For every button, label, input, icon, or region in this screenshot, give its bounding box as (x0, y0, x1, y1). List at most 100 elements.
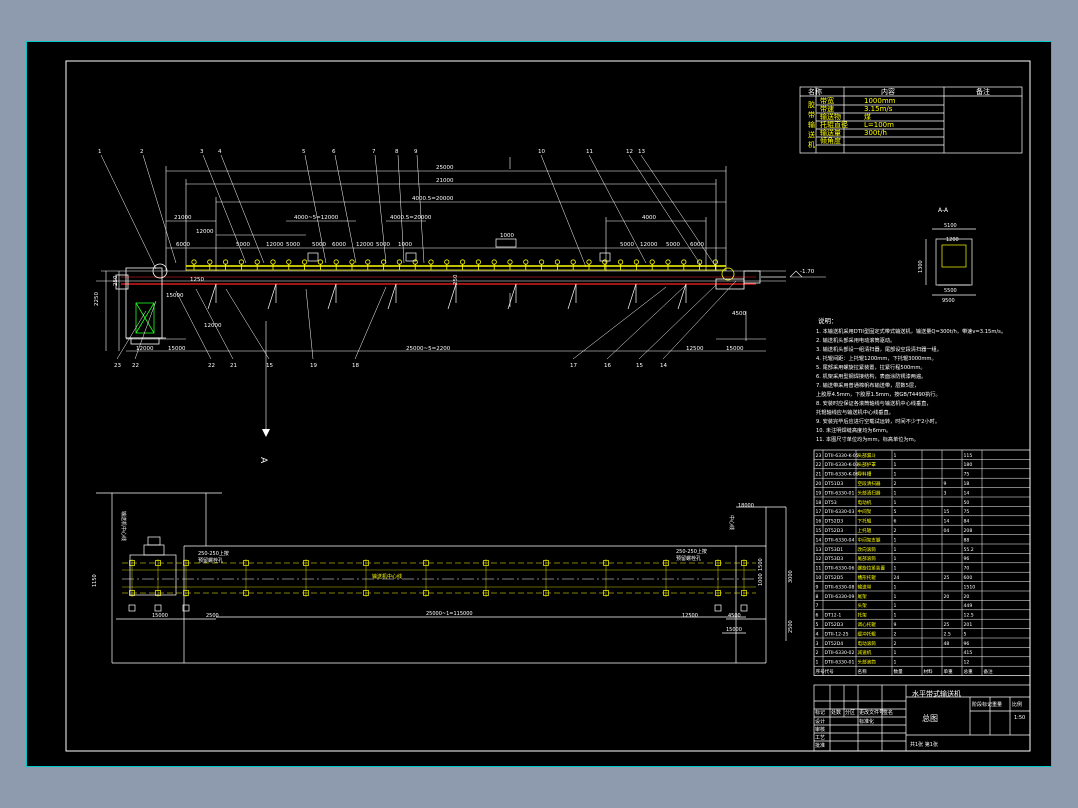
callout-leader (628, 154, 703, 268)
note-line-9: 8. 安装时应保证各滚筒轴线与输送机中心线垂直， (816, 399, 932, 407)
spec-value-2: 3.15m/s (864, 105, 893, 113)
bom-cell: 1 (894, 650, 897, 656)
plan-bracket-right2: 预留螺栓孔 (676, 555, 701, 562)
bom-cell: 头部护罩 (858, 461, 877, 468)
bom-cell: 115 (964, 453, 973, 459)
bom-cell: 15 (816, 528, 822, 534)
plan-dim-height: 2500 (788, 620, 794, 633)
idler-roller (286, 259, 292, 265)
bom-header: 备注 (984, 668, 994, 675)
bom-cell: 1 (894, 547, 897, 553)
spec-param-6: 倾角度 (820, 136, 841, 145)
tb-sheet: 共1张 第1张 (910, 741, 938, 748)
note-line-13: 11. 本图尺寸单位均为mm，标高单位为m。 (816, 435, 919, 443)
note-line-10: 托辊轴线应与输送机中心线垂直。 (816, 408, 894, 416)
section-arrow-down (262, 429, 270, 437)
idler-roller (538, 259, 545, 265)
bom-cell: DTII-6330-03 (825, 509, 855, 515)
callout-number-top: 10 (538, 149, 545, 155)
bom-cell: DT52D5 (825, 575, 844, 581)
callout-number-top: 6 (332, 149, 336, 155)
idler-roller (523, 259, 529, 265)
bom-cell: 中间架支腿 (858, 536, 881, 543)
bom-cell: 21 (816, 472, 822, 478)
bom-cell: 04 (944, 528, 950, 534)
support-legs (207, 283, 687, 310)
idler-roller (570, 259, 576, 265)
title-main: 水平带式输送机 (912, 689, 961, 698)
conveyor-frame (96, 265, 786, 285)
callout-number-top: 9 (414, 149, 418, 155)
tb-left-4: 批准 (815, 742, 825, 749)
bom-cell: 1 (894, 613, 897, 619)
dim-small-a-3: 12000 (356, 242, 374, 248)
bom-cell: DT53D3 (825, 556, 844, 562)
bom-cell: 14 (944, 519, 950, 525)
bom-cell: 5 (894, 509, 897, 515)
bom-cell: 输送带 (858, 583, 872, 590)
note-line-11: 9. 安装完毕后应进行空载试运转，时间不少于2小时。 (816, 417, 940, 425)
bom-header: 单重 (944, 668, 954, 675)
tb-label-1: 标记 (815, 709, 825, 716)
tb-scale: 1:50 (1014, 715, 1025, 721)
dim-bottom-left2: 15000 (168, 346, 186, 352)
bom-cell: 201 (964, 622, 973, 628)
plan-dim-right3: 4500 (728, 613, 741, 619)
idler-roller (349, 259, 355, 265)
bom-cell: DT53 (825, 500, 837, 506)
head-end-assembly (115, 263, 168, 345)
spec-param-2: 带速 (820, 105, 834, 113)
bom-cell: 14 (816, 537, 822, 543)
dim-center-mark: 1000 (500, 233, 514, 239)
idler-roller (238, 259, 244, 265)
callout-leader (134, 300, 157, 360)
dim-bottom-right2: 12500 (686, 346, 704, 352)
bom-cell: 2 (894, 481, 897, 487)
dim-small-b-3: 6000 (690, 242, 704, 248)
callout-leader (638, 284, 717, 360)
callout-leader (195, 288, 234, 360)
bom-cell: 17 (816, 509, 822, 515)
dim-bottom-right: 15000 (726, 346, 744, 352)
general-notes: 说明： 1. 本输送机采用DTII型固定式带式输送机，输送量Q=300t/h，带… (816, 316, 1006, 443)
idler-roller (491, 259, 497, 265)
callout-number-top: 11 (586, 149, 593, 155)
note-line-3: 3. 输送机头部设一组清扫器，尾部设空段清扫器一组。 (816, 345, 942, 353)
callout-number-top: 7 (372, 149, 376, 155)
bom-cell: 2 (816, 650, 819, 656)
plan-bracket-left: 250-250上按 (198, 550, 229, 557)
tb-right-hdr-2: 重量 (992, 701, 1002, 708)
tb-label-3: 分区 (845, 709, 855, 716)
dim-height-left: 2250 (94, 292, 100, 306)
plan-belt (122, 562, 756, 594)
bom-cell: 24 (894, 575, 900, 581)
callout-number-top: 13 (638, 149, 645, 155)
bom-cell: 6 (894, 519, 897, 525)
leg-brace (567, 283, 577, 310)
tb-right-hdr-1: 阶段标记 (972, 701, 992, 708)
idler-roller (665, 259, 671, 265)
callout-number-top: 12 (626, 149, 633, 155)
bom-cell: DTII-6330-01 (825, 660, 855, 666)
plan-dim-side-a: 1150 (92, 574, 98, 587)
spec-machine-char-4: 送 (808, 130, 815, 139)
idler-roller (554, 259, 561, 265)
dim-span-main: 4000.5=20000 (412, 196, 454, 202)
note-line-2: 2. 输送机头部采用电动滚筒驱动。 (816, 336, 895, 344)
bom-cell: 托架 (858, 612, 868, 619)
bom-cell: 70 (964, 566, 970, 572)
leg-brace (507, 283, 517, 310)
spec-param-1: 带宽 (820, 96, 834, 105)
drawing-sheet: 名称 内容 备注 胶 带 输 送 机 带宽 1000mm 带速 3.15m/s … (26, 41, 1052, 767)
callout-leader (588, 154, 647, 264)
bom-cell: 13 (816, 547, 822, 553)
spec-param-3: 输送物 (820, 112, 841, 121)
dim-left-21000: 21000 (174, 215, 192, 221)
bom-cell: DTII-6330-01 (825, 490, 855, 496)
bom-cell: DTII-6330-08 (825, 584, 855, 590)
bom-cell: 18 (816, 500, 822, 506)
dim-left-mid: 1250 (190, 277, 204, 283)
tb-left-2: 审核 (815, 726, 825, 733)
bom-cell: 12.5 (964, 613, 974, 619)
bom-cell: 25 (944, 575, 950, 581)
